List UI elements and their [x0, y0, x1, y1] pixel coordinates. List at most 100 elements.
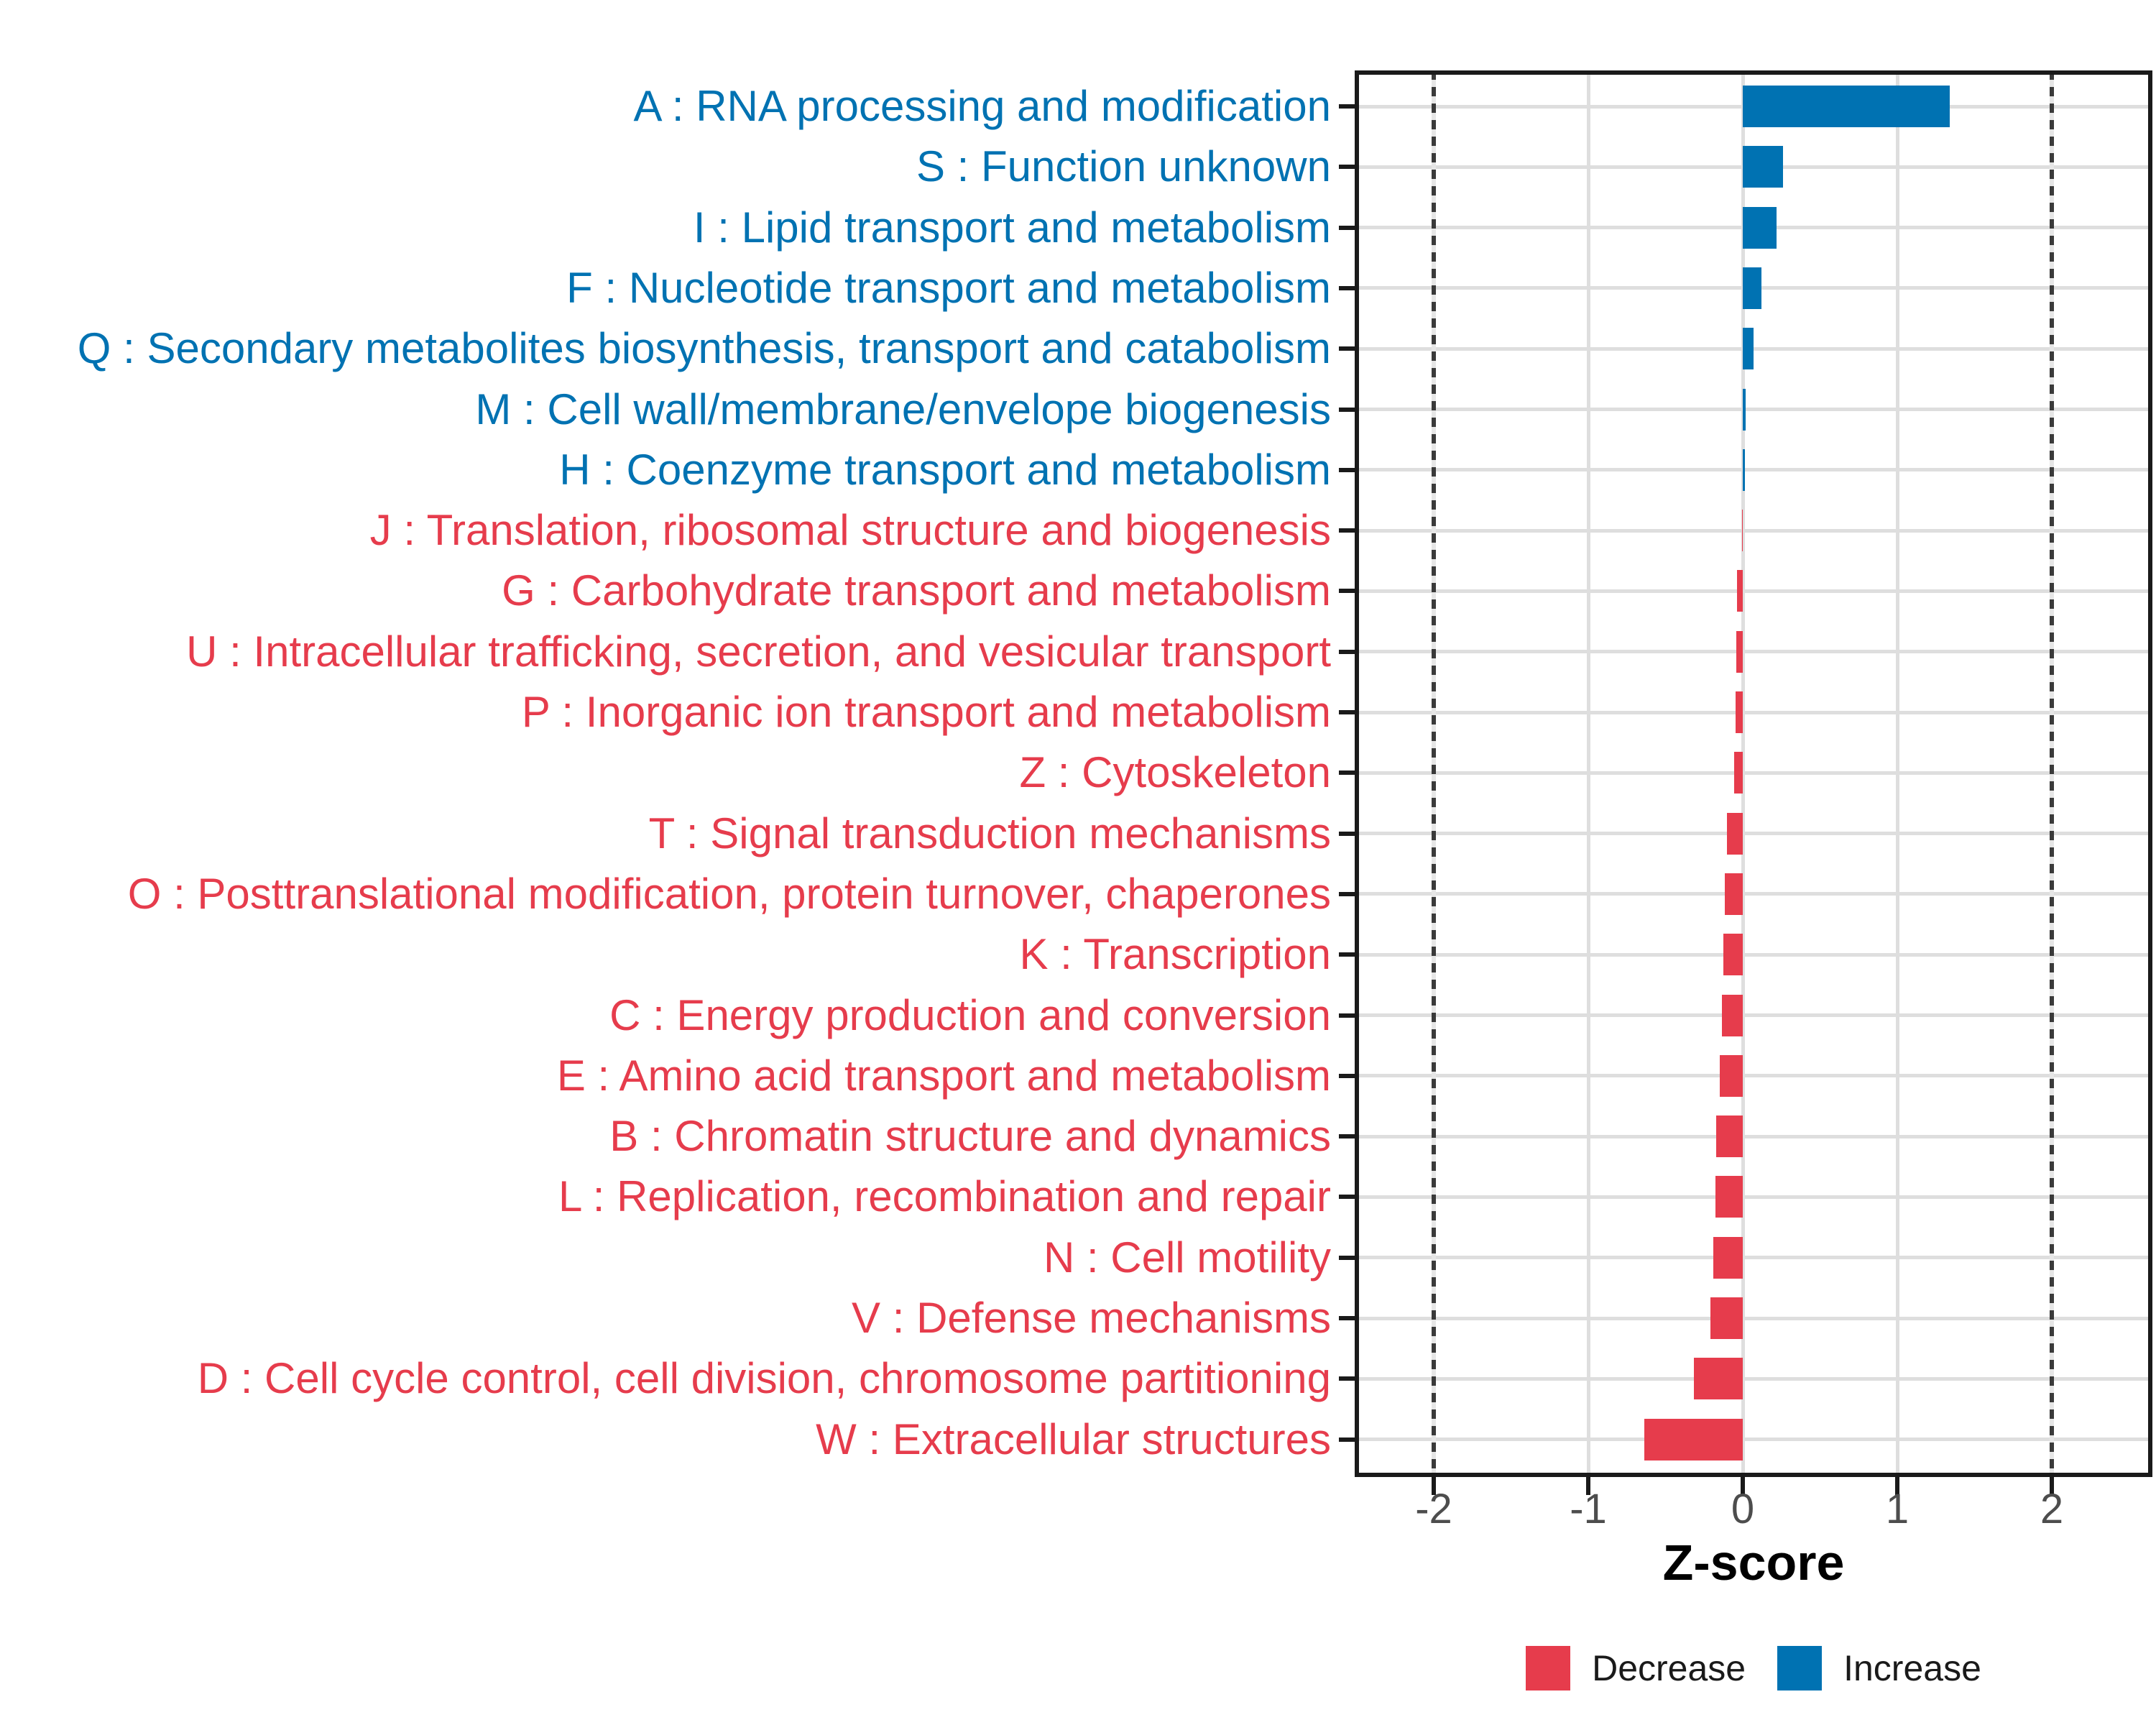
gridline-horizontal: [1355, 1134, 2152, 1138]
category-label: U : Intracellular trafficking, secretion…: [186, 627, 1331, 676]
bar-p: [1735, 691, 1743, 733]
bar-u: [1736, 630, 1743, 673]
y-tick-mark: [1339, 1134, 1355, 1139]
gridline-horizontal: [1355, 468, 2152, 472]
category-label: H : Coenzyme transport and metabolism: [559, 445, 1331, 494]
bar-h: [1743, 448, 1745, 491]
bar-b: [1716, 1116, 1743, 1158]
y-tick-mark: [1339, 407, 1355, 412]
gridline-horizontal: [1355, 832, 2152, 836]
x-tick-label: 2: [2040, 1486, 2064, 1532]
bar-t: [1727, 812, 1743, 855]
legend-swatch-decrease: [1526, 1646, 1571, 1690]
reference-line-dotted: [2050, 70, 2054, 1477]
category-label: O : Posttranslational modification, prot…: [127, 869, 1331, 918]
y-tick-mark: [1339, 1437, 1355, 1442]
y-tick-mark: [1339, 225, 1355, 230]
legend-item-decrease: Decrease: [1526, 1646, 1746, 1690]
bar-c: [1721, 994, 1743, 1036]
gridline-horizontal: [1355, 1256, 2152, 1260]
category-label: C : Energy production and conversion: [609, 990, 1331, 1039]
bar-j: [1741, 510, 1743, 552]
bar-l: [1715, 1176, 1743, 1218]
gridline-vertical: [1895, 70, 1899, 1477]
bar-w: [1644, 1418, 1743, 1460]
gridline-horizontal: [1355, 528, 2152, 533]
gridline-horizontal: [1355, 1013, 2152, 1017]
y-tick-mark: [1339, 1255, 1355, 1260]
category-label: F : Nucleotide transport and metabolism: [566, 263, 1331, 312]
y-tick-mark: [1339, 831, 1355, 836]
gridline-vertical: [1586, 70, 1590, 1477]
category-label: L : Replication, recombination and repai…: [558, 1172, 1331, 1221]
y-tick-mark: [1339, 770, 1355, 776]
x-tick-label: 1: [1885, 1486, 1909, 1532]
gridline-horizontal: [1355, 710, 2152, 714]
y-tick-mark: [1339, 710, 1355, 714]
legend-label: Increase: [1843, 1648, 1981, 1688]
reference-line-dotted: [1432, 70, 1436, 1477]
gridline-horizontal: [1355, 408, 2152, 411]
legend-swatch-increase: [1777, 1646, 1823, 1690]
y-tick-mark: [1339, 1073, 1355, 1078]
bar-q: [1743, 328, 1754, 370]
bar-m: [1743, 388, 1746, 431]
y-tick-mark: [1339, 952, 1355, 957]
category-label: W : Extracellular structures: [816, 1414, 1331, 1463]
bar-z: [1733, 752, 1743, 794]
y-tick-mark: [1339, 346, 1355, 351]
category-label: Z : Cytoskeleton: [1019, 748, 1331, 797]
category-label: M : Cell wall/membrane/envelope biogenes…: [475, 385, 1331, 433]
y-tick-mark: [1339, 891, 1355, 896]
category-label: A : RNA processing and modification: [633, 82, 1331, 130]
category-label: N : Cell motility: [1043, 1233, 1331, 1282]
bar-e: [1719, 1054, 1743, 1097]
legend-item-increase: Increase: [1777, 1646, 1981, 1690]
category-label: G : Carbohydrate transport and metabolis…: [502, 566, 1331, 615]
bar-i: [1743, 206, 1777, 249]
gridline-horizontal: [1355, 1376, 2152, 1381]
x-tick-mark: [1586, 1477, 1590, 1495]
category-label: S : Function unknown: [916, 142, 1331, 191]
x-tick-label: -2: [1415, 1486, 1452, 1532]
y-tick-mark: [1339, 1195, 1355, 1200]
bar-k: [1723, 934, 1743, 976]
gridline-horizontal: [1355, 1195, 2152, 1199]
category-label: J : Translation, ribosomal structure and…: [369, 506, 1331, 555]
bar-o: [1725, 873, 1743, 915]
y-tick-mark: [1339, 1316, 1355, 1320]
x-tick-mark: [1432, 1477, 1436, 1495]
y-tick-mark: [1339, 1013, 1355, 1018]
category-label: P : Inorganic ion transport and metaboli…: [521, 688, 1331, 736]
bar-g: [1737, 570, 1743, 612]
x-tick-mark: [1895, 1477, 1899, 1495]
category-label: K : Transcription: [1019, 930, 1331, 979]
gridline-vertical: [1741, 70, 1745, 1477]
x-tick-label: -1: [1570, 1486, 1607, 1532]
legend: Decrease Increase: [1355, 1646, 2152, 1690]
gridline-horizontal: [1355, 1316, 2152, 1320]
gridline-horizontal: [1355, 650, 2152, 654]
bar-f: [1743, 267, 1761, 309]
y-tick-mark: [1339, 104, 1355, 109]
y-tick-mark: [1339, 165, 1355, 170]
legend-label: Decrease: [1592, 1648, 1746, 1688]
gridline-horizontal: [1355, 1074, 2152, 1078]
x-axis-title: Z-score: [1662, 1535, 1845, 1591]
plot-panel: [1355, 70, 2152, 1477]
bar-d: [1694, 1358, 1743, 1400]
bar-a: [1743, 86, 1950, 127]
bar-v: [1710, 1297, 1743, 1339]
category-label: Q : Secondary metabolites biosynthesis, …: [77, 324, 1331, 373]
y-tick-mark: [1339, 1376, 1355, 1381]
category-label: E : Amino acid transport and metabolism: [556, 1051, 1331, 1100]
bar-n: [1713, 1236, 1743, 1279]
gridline-horizontal: [1355, 1438, 2152, 1442]
bar-s: [1743, 146, 1783, 188]
x-tick-mark: [1741, 1477, 1745, 1495]
category-label: D : Cell cycle control, cell division, c…: [197, 1354, 1331, 1403]
y-tick-mark: [1339, 285, 1355, 290]
y-tick-mark: [1339, 589, 1355, 594]
gridline-horizontal: [1355, 770, 2152, 775]
